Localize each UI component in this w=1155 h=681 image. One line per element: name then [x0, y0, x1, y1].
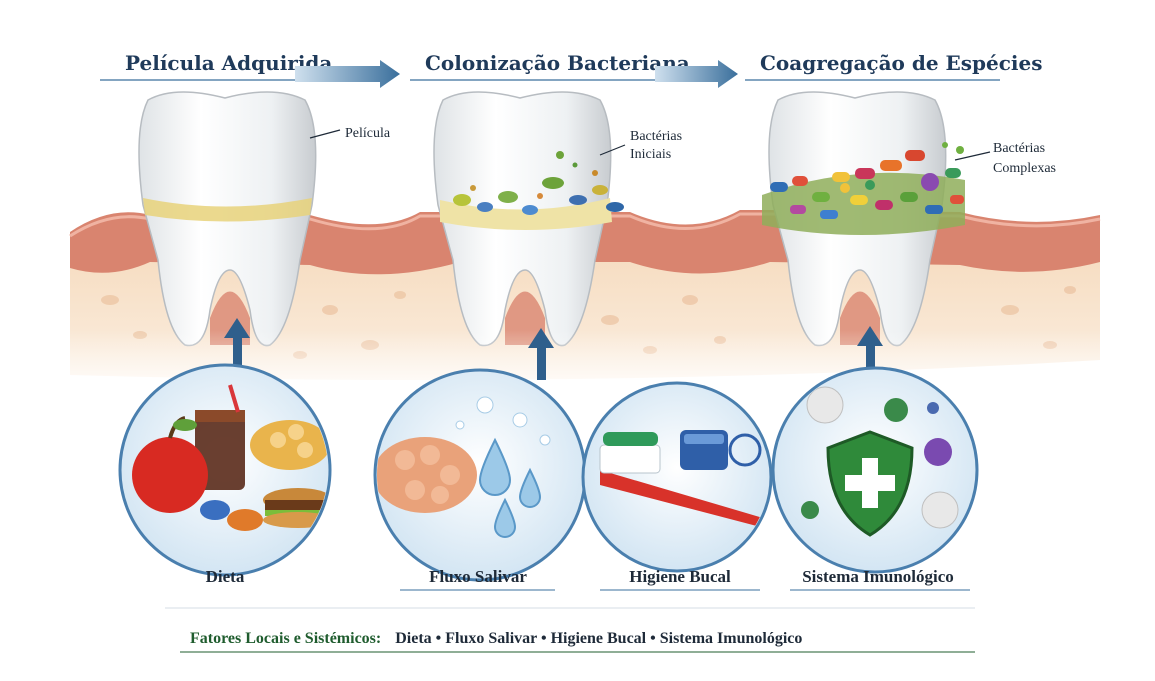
callout-bacterias-complexas-1: Bactérias	[993, 141, 1045, 156]
callout-bacterias-complexas-2: Complexas	[993, 161, 1056, 176]
factor-label-higiene-bucal: Higiene Bucal	[629, 567, 731, 586]
factor-immune	[773, 368, 977, 572]
factor-label-fluxo-salivar: Fluxo Salivar	[429, 567, 527, 586]
footer-items: Dieta • Fluxo Salivar • Higiene Bucal • …	[395, 630, 802, 647]
callout-bacterias-iniciais-1: Bactérias	[630, 129, 682, 144]
stage-title-3: Coagregação de Espécies	[760, 51, 1043, 75]
factor-diet	[120, 365, 333, 575]
footer-text: Fatores Locais e Sistémicos: Dieta • Flu…	[190, 630, 802, 647]
stage-header: Película Adquirida Colonização Bacterian…	[100, 51, 1043, 88]
factor-saliva	[373, 370, 585, 580]
factor-hygiene	[583, 383, 775, 571]
factor-label-sistema-imunologico: Sistema Imunológico	[802, 567, 954, 586]
callout-bacterias-iniciais-2: Iniciais	[630, 147, 671, 162]
callout-pelicula: Película	[345, 126, 391, 141]
footer-prefix: Fatores Locais e Sistémicos:	[190, 630, 381, 647]
stage-title-2: Colonização Bacteriana	[425, 51, 690, 75]
factor-label-dieta: Dieta	[206, 567, 245, 586]
